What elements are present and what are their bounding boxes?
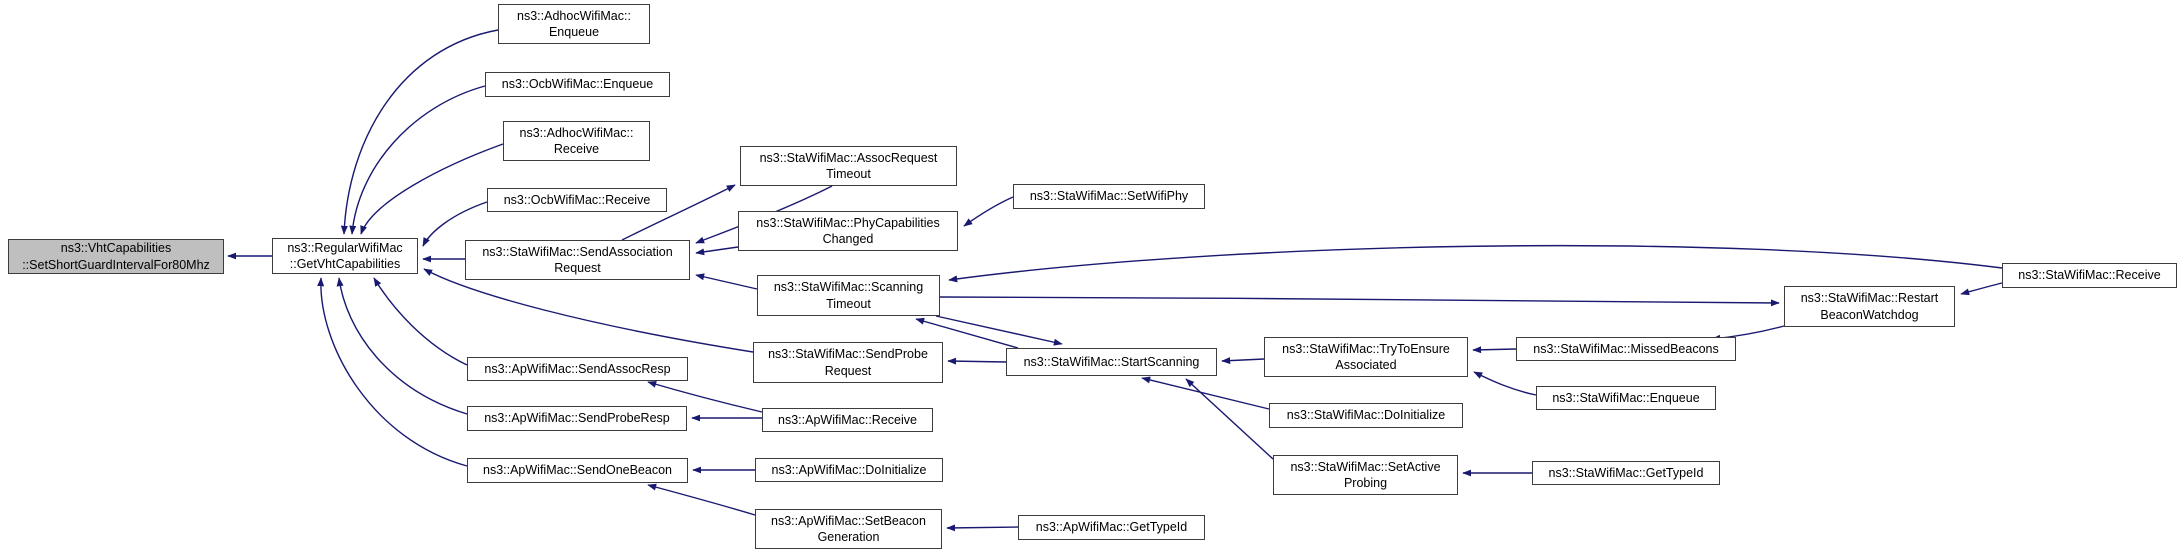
graph-node-ap-wifi-mac-get-type-id[interactable]: ns3::ApWifiMac::GetTypeId (1018, 515, 1205, 540)
graph-node-label: ns3::StaWifiMac::SetActive (1290, 459, 1441, 474)
graph-node-label: ns3::StaWifiMac::SendAssociation (482, 244, 673, 259)
graph-node-ap-wifi-mac-send-one-beacon[interactable]: ns3::ApWifiMac::SendOneBeacon (467, 458, 688, 483)
graph-node-label: ns3::ApWifiMac::SendOneBeacon (483, 463, 672, 478)
graph-node-label: ::SetShortGuardIntervalFor80Mhz (22, 257, 210, 272)
graph-node-sta-wifi-mac-do-initialize[interactable]: ns3::StaWifiMac::DoInitialize (1269, 403, 1463, 428)
edge-sta-wifi-mac-send-probe-request-to-regular-wifi-mac-get-vht-capabilities (423, 268, 754, 353)
graph-node-label: Probing (1343, 476, 1388, 490)
edge-adhoc-wifi-mac-receive-to-regular-wifi-mac-get-vht-capabilities (360, 143, 504, 235)
graph-node-label: Generation (817, 530, 880, 544)
graph-node-label: ns3::ApWifiMac::SendProbeResp (484, 411, 670, 426)
graph-node-sta-wifi-mac-get-type-id[interactable]: ns3::StaWifiMac::GetTypeId (1532, 461, 1720, 485)
graph-node-sta-wifi-mac-receive[interactable]: ns3::StaWifiMac::Receive (2002, 263, 2177, 288)
graph-node-ap-wifi-mac-receive[interactable]: ns3::ApWifiMac::Receive (762, 408, 933, 432)
graph-node-label: ::GetVhtCapabilities (289, 257, 401, 271)
graph-node-label: ns3::AdhocWifiMac:: (519, 125, 634, 140)
edge-sta-wifi-mac-start-scanning-to-sta-wifi-mac-scanning-timeout (915, 317, 1019, 349)
graph-node-label: ns3::StaWifiMac::PhyCapabilities (756, 215, 940, 230)
graph-node-label: ns3::OcbWifiMac::Receive (503, 192, 651, 207)
graph-node-label: ns3::ApWifiMac::SendAssocResp (484, 361, 671, 376)
graph-node-ocb-wifi-mac-enqueue[interactable]: ns3::OcbWifiMac::Enqueue (485, 72, 670, 97)
graph-node-label: ns3::ApWifiMac::Receive (778, 412, 917, 427)
graph-node-vht-set-short-guard-interval-for-80mhz[interactable]: ns3::VhtCapabilities::SetShortGuardInter… (8, 239, 224, 274)
edge-adhoc-wifi-mac-enqueue-to-regular-wifi-mac-get-vht-capabilities (340, 29, 499, 235)
edge-ap-wifi-mac-receive-to-ap-wifi-mac-send-assoc-resp (647, 380, 763, 413)
graph-node-sta-wifi-mac-start-scanning[interactable]: ns3::StaWifiMac::StartScanning (1006, 348, 1217, 376)
edge-ocb-wifi-mac-receive-to-regular-wifi-mac-get-vht-capabilities (422, 201, 488, 247)
edge-ap-wifi-mac-set-beacon-generation-to-ap-wifi-mac-send-one-beacon (647, 483, 756, 516)
graph-node-label: ns3::StaWifiMac::Scanning (773, 280, 924, 295)
graph-node-label: ns3::OcbWifiMac::Enqueue (501, 77, 654, 92)
graph-node-label: Receive (553, 142, 600, 156)
graph-node-label: Timeout (826, 167, 871, 181)
graph-node-sta-wifi-mac-missed-beacons[interactable]: ns3::StaWifiMac::MissedBeacons (1516, 337, 1736, 361)
graph-node-label: ns3::ApWifiMac::GetTypeId (1035, 520, 1188, 535)
edge-sta-wifi-mac-start-scanning-to-sta-wifi-mac-send-probe-request (947, 357, 1007, 365)
edge-sta-wifi-mac-try-to-ensure-associated-to-sta-wifi-mac-start-scanning (1221, 357, 1265, 365)
edge-ap-wifi-mac-send-assoc-resp-to-regular-wifi-mac-get-vht-capabilities (373, 277, 468, 366)
graph-node-label: ns3::StaWifiMac::Receive (2018, 268, 2161, 283)
graph-node-label: ns3::RegularWifiMac (287, 240, 403, 255)
edge-ap-wifi-mac-get-type-id-to-ap-wifi-mac-set-beacon-generation (946, 524, 1019, 532)
graph-node-label: BeaconWatchdog (1820, 307, 1919, 322)
graph-node-label: Request (824, 363, 872, 378)
edge-sta-wifi-mac-send-association-request-to-sta-wifi-mac-assoc-request-timeout (621, 184, 736, 241)
edge-ap-wifi-mac-send-one-beacon-to-regular-wifi-mac-get-vht-capabilities (317, 277, 468, 467)
graph-node-label: ns3::StaWifiMac::GetTypeId (1548, 465, 1704, 480)
graph-node-sta-wifi-mac-set-wifi-phy[interactable]: ns3::StaWifiMac::SetWifiPhy (1013, 184, 1205, 209)
edge-sta-wifi-mac-missed-beacons-to-sta-wifi-mac-try-to-ensure-associated (1472, 346, 1517, 354)
graph-node-label: ns3::StaWifiMac::Restart (1800, 291, 1939, 306)
graph-node-label: Request (554, 261, 601, 275)
edge-sta-wifi-mac-set-active-probing-to-sta-wifi-mac-start-scanning (1185, 378, 1274, 460)
edge-sta-wifi-mac-set-wifi-phy-to-sta-wifi-mac-phy-capabilities-changed (963, 196, 1014, 227)
edge-sta-wifi-mac-receive-to-sta-wifi-mac-restart-beacon-watchdog (1960, 282, 2003, 296)
edge-ap-wifi-mac-send-probe-resp-to-regular-wifi-mac-get-vht-capabilities (336, 277, 468, 415)
graph-node-label: ns3::StaWifiMac::SendProbe (768, 347, 928, 362)
graph-node-label: ns3::StaWifiMac::TryToEnsure (1282, 341, 1450, 356)
graph-node-label: ns3::StaWifiMac::StartScanning (1023, 354, 1200, 369)
graph-node-adhoc-wifi-mac-receive[interactable]: ns3::AdhocWifiMac::Receive (503, 121, 650, 161)
graph-node-label: ns3::ApWifiMac::SetBeacon (771, 513, 926, 528)
graph-node-ap-wifi-mac-send-assoc-resp[interactable]: ns3::ApWifiMac::SendAssocResp (467, 357, 688, 381)
graph-node-ap-wifi-mac-do-initialize[interactable]: ns3::ApWifiMac::DoInitialize (755, 458, 943, 482)
graph-node-label: ns3::StaWifiMac::Enqueue (1552, 390, 1700, 405)
graph-node-label: Enqueue (548, 25, 600, 39)
graph-node-label: ns3::ApWifiMac::DoInitialize (771, 462, 927, 477)
graph-node-label: ns3::StaWifiMac::MissedBeacons (1533, 341, 1719, 356)
graph-node-label: ns3::StaWifiMac::DoInitialize (1286, 408, 1446, 423)
graph-node-sta-wifi-mac-enqueue[interactable]: ns3::StaWifiMac::Enqueue (1536, 386, 1716, 410)
graph-node-ocb-wifi-mac-receive[interactable]: ns3::OcbWifiMac::Receive (487, 188, 667, 212)
edge-ocb-wifi-mac-enqueue-to-regular-wifi-mac-get-vht-capabilities (349, 85, 486, 235)
edge-sta-wifi-mac-scanning-timeout-to-sta-wifi-mac-start-scanning (935, 315, 1063, 346)
graph-node-label: ns3::VhtCapabilities (60, 241, 172, 256)
graph-node-label: Timeout (826, 296, 871, 311)
graph-node-ap-wifi-mac-send-probe-resp[interactable]: ns3::ApWifiMac::SendProbeResp (467, 406, 687, 431)
edge-sta-wifi-mac-scanning-timeout-to-sta-wifi-mac-send-association-request (695, 273, 758, 290)
edge-sta-wifi-mac-phy-capabilities-changed-to-sta-wifi-mac-send-association-request (695, 246, 739, 256)
graph-node-label: ns3::StaWifiMac::AssocRequest (759, 150, 938, 165)
graph-node-label: ns3::AdhocWifiMac:: (517, 8, 631, 23)
edge-sta-wifi-mac-do-initialize-to-sta-wifi-mac-start-scanning (1141, 376, 1270, 410)
edge-sta-wifi-mac-scanning-timeout-to-sta-wifi-mac-restart-beacon-watchdog (939, 296, 1780, 307)
graph-node-regular-wifi-mac-get-vht-capabilities[interactable]: ns3::RegularWifiMac::GetVhtCapabilities (272, 238, 418, 274)
graph-node-label: Associated (1335, 358, 1397, 372)
graph-node-label: Changed (822, 232, 874, 246)
edge-sta-wifi-mac-receive-to-sta-wifi-mac-scanning-timeout (948, 244, 2003, 283)
graph-node-adhoc-wifi-mac-enqueue[interactable]: ns3::AdhocWifiMac::Enqueue (498, 4, 650, 44)
edge-sta-wifi-mac-enqueue-to-sta-wifi-mac-try-to-ensure-associated (1473, 371, 1537, 396)
graph-node-label: ns3::StaWifiMac::SetWifiPhy (1029, 189, 1189, 204)
